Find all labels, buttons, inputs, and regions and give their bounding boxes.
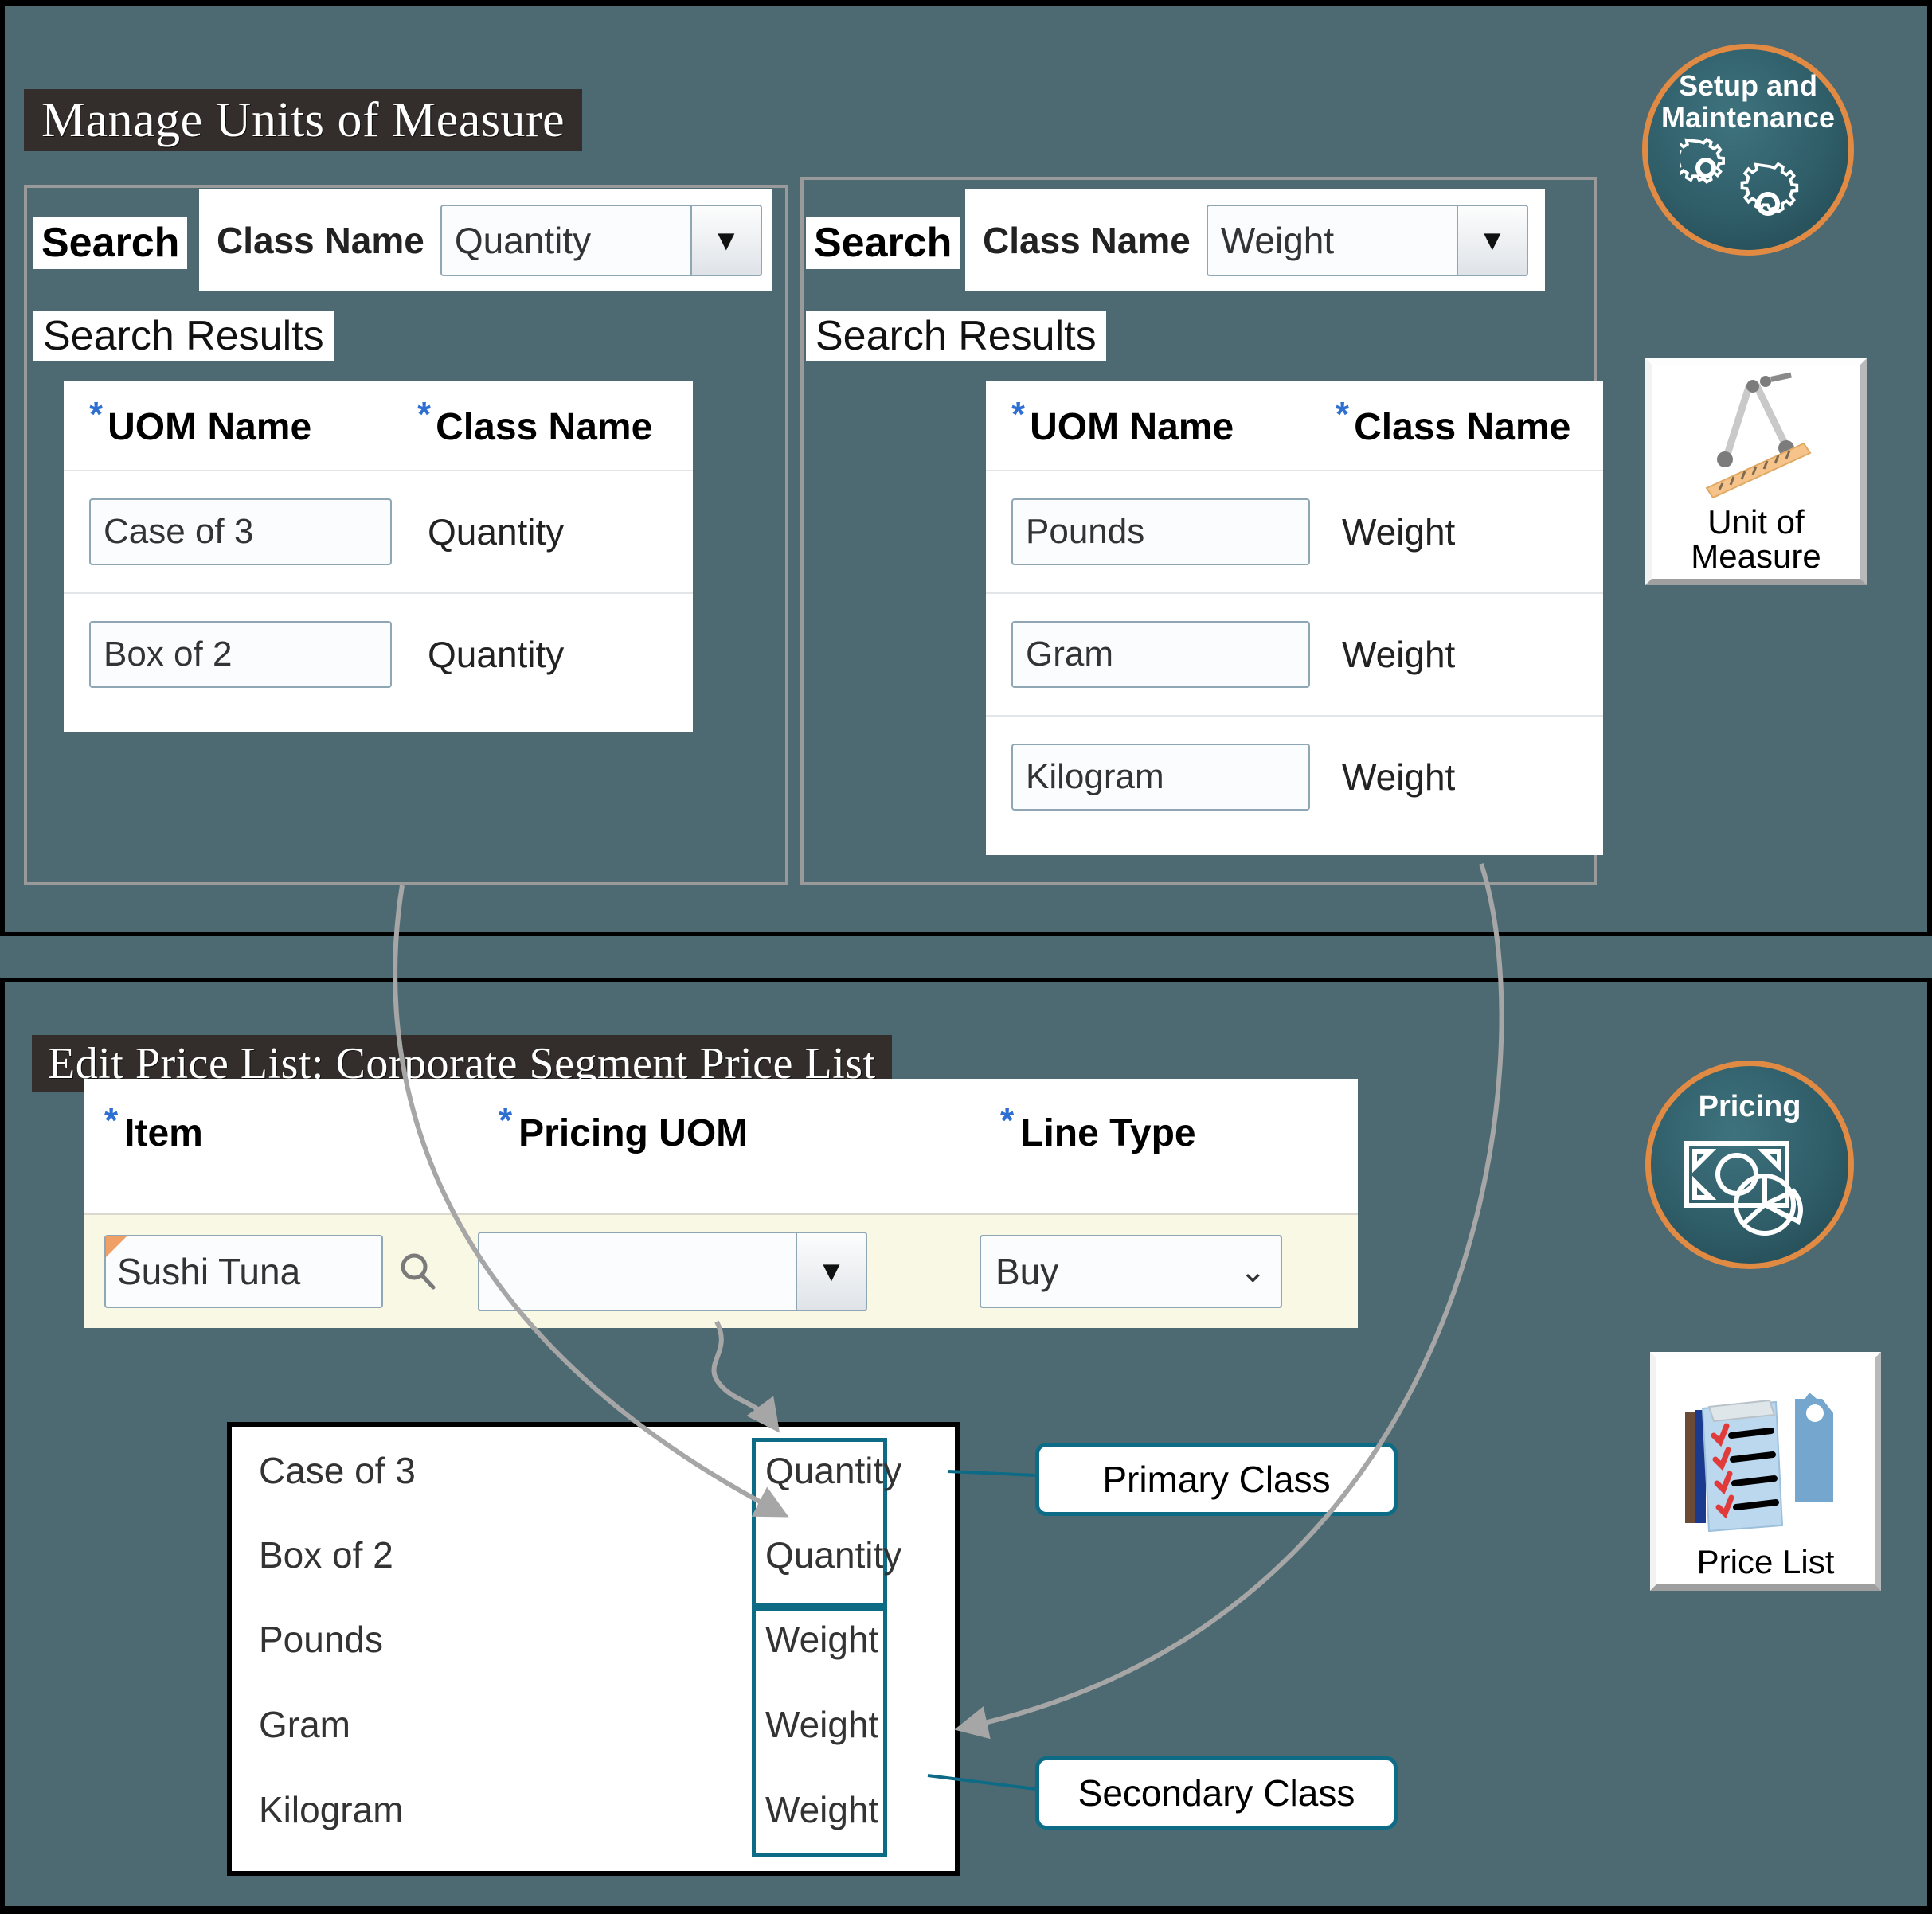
- secondary-class-group-box: [752, 1607, 887, 1857]
- triangle-down-icon[interactable]: ▼: [1456, 206, 1527, 275]
- item-field[interactable]: Sushi Tuna: [104, 1235, 383, 1308]
- class-name-value: Weight: [1342, 756, 1456, 798]
- table-header-row: *UOM Name *Class Name: [986, 381, 1603, 470]
- required-star-icon: *: [417, 395, 432, 434]
- table-row[interactable]: Kilogram Weight: [986, 715, 1603, 838]
- callout-primary-class: Primary Class: [1035, 1443, 1398, 1516]
- column-header-line-type: *Line Type: [1000, 1101, 1196, 1154]
- badge-pricing[interactable]: Pricing: [1645, 1061, 1854, 1269]
- list-item-class: Quantity: [765, 1450, 902, 1491]
- primary-class-group-box: [752, 1438, 887, 1607]
- class-name-label-left: Class Name: [217, 220, 424, 261]
- search-results-table-quantity: *UOM Name *Class Name Case of 3 Quantity…: [64, 381, 693, 732]
- list-item[interactable]: Gram: [259, 1704, 350, 1745]
- class-name-lov-right[interactable]: Weight ▼: [1206, 205, 1528, 276]
- badge-label: Pricing: [1698, 1090, 1801, 1123]
- callout-secondary-class: Secondary Class: [1035, 1756, 1398, 1830]
- table-row[interactable]: Gram Weight: [986, 592, 1603, 715]
- uom-name-field[interactable]: Pounds: [1011, 498, 1310, 565]
- clipboard-tag-icon: [1685, 1393, 1833, 1533]
- required-star-icon: *: [499, 1101, 513, 1140]
- caliper-ruler-icon: [1705, 372, 1812, 499]
- tile-price-list[interactable]: Price List: [1650, 1352, 1881, 1591]
- money-pie-icon: [1684, 1140, 1803, 1236]
- search-row-right: Class Name Weight ▼: [965, 189, 1545, 291]
- pricing-uom-value[interactable]: [479, 1233, 796, 1310]
- column-header-item: *Item: [104, 1101, 203, 1154]
- search-label-right: Search: [806, 217, 960, 269]
- tile-label: Price List: [1696, 1543, 1835, 1581]
- list-item[interactable]: Pounds: [259, 1619, 384, 1660]
- uom-name-field[interactable]: Gram: [1011, 621, 1310, 688]
- page-title-manage-uom: Manage Units of Measure: [24, 89, 583, 151]
- gears-icon: [1680, 137, 1799, 216]
- search-results-label-right: Search Results: [806, 311, 1106, 361]
- line-type-select[interactable]: Buy ⌄: [980, 1235, 1282, 1308]
- search-results-table-weight: *UOM Name *Class Name Pounds Weight Gram…: [986, 381, 1603, 855]
- uom-name-field[interactable]: Box of 2: [89, 621, 392, 688]
- table-header-row: *UOM Name *Class Name: [64, 381, 693, 470]
- list-item-class: Quantity: [765, 1534, 902, 1576]
- list-item-class: Weight: [765, 1704, 879, 1745]
- list-item[interactable]: Case of 3: [259, 1450, 416, 1491]
- class-name-value: Weight: [1342, 634, 1456, 675]
- required-star-icon: *: [89, 395, 104, 434]
- table-row[interactable]: Box of 2 Quantity: [64, 592, 693, 715]
- class-name-label-right: Class Name: [983, 220, 1191, 261]
- column-header-uom-name: *UOM Name: [1011, 395, 1234, 448]
- triangle-down-icon[interactable]: ▼: [796, 1233, 866, 1310]
- item-value: Sushi Tuna: [117, 1251, 301, 1292]
- list-item[interactable]: Kilogram: [259, 1789, 404, 1830]
- uom-name-field[interactable]: Kilogram: [1011, 744, 1310, 811]
- uom-name-field[interactable]: Case of 3: [89, 498, 392, 565]
- pricing-uom-lov[interactable]: ▼: [478, 1232, 867, 1311]
- search-label-left: Search: [33, 217, 188, 269]
- search-group-quantity: [24, 185, 788, 885]
- chevron-down-icon: ⌄: [1239, 1254, 1266, 1289]
- class-name-value: Weight: [1342, 511, 1456, 553]
- required-star-icon: *: [104, 1101, 119, 1140]
- class-name-value: Quantity: [428, 511, 565, 553]
- column-header-class-name: *Class Name: [1336, 395, 1571, 448]
- line-type-value: Buy: [995, 1251, 1059, 1292]
- search-results-label-left: Search Results: [33, 311, 334, 361]
- class-name-value-left[interactable]: Quantity: [441, 206, 690, 275]
- required-corner-flag-icon: [106, 1236, 127, 1257]
- class-name-value-right[interactable]: Weight: [1207, 206, 1457, 275]
- table-row[interactable]: Case of 3 Quantity: [64, 470, 693, 592]
- list-item[interactable]: Box of 2: [259, 1534, 393, 1576]
- list-item-class: Weight: [765, 1619, 879, 1660]
- required-star-icon: *: [1000, 1101, 1015, 1140]
- form-header-row: *Item *Pricing UOM *Line Type: [84, 1079, 1358, 1213]
- list-item-class: Weight: [765, 1789, 879, 1830]
- required-star-icon: *: [1336, 395, 1350, 434]
- triangle-down-icon[interactable]: ▼: [690, 206, 761, 275]
- table-row[interactable]: Pounds Weight: [986, 470, 1603, 592]
- magnifier-icon[interactable]: [394, 1248, 442, 1295]
- form-data-row: Sushi Tuna ▼ Buy ⌄: [84, 1213, 1358, 1328]
- column-header-pricing-uom: *Pricing UOM: [499, 1101, 749, 1154]
- class-name-lov-left[interactable]: Quantity ▼: [440, 205, 762, 276]
- pricing-uom-dropdown-list[interactable]: Case of 3 Quantity Box of 2 Quantity Pou…: [227, 1422, 960, 1876]
- column-header-class-name: *Class Name: [417, 395, 653, 448]
- required-star-icon: *: [1011, 395, 1026, 434]
- search-row-left: Class Name Quantity ▼: [199, 189, 772, 291]
- price-list-form: *Item *Pricing UOM *Line Type Sushi Tuna…: [84, 1079, 1358, 1328]
- column-header-uom-name: *UOM Name: [89, 395, 312, 448]
- class-name-value: Quantity: [428, 634, 565, 675]
